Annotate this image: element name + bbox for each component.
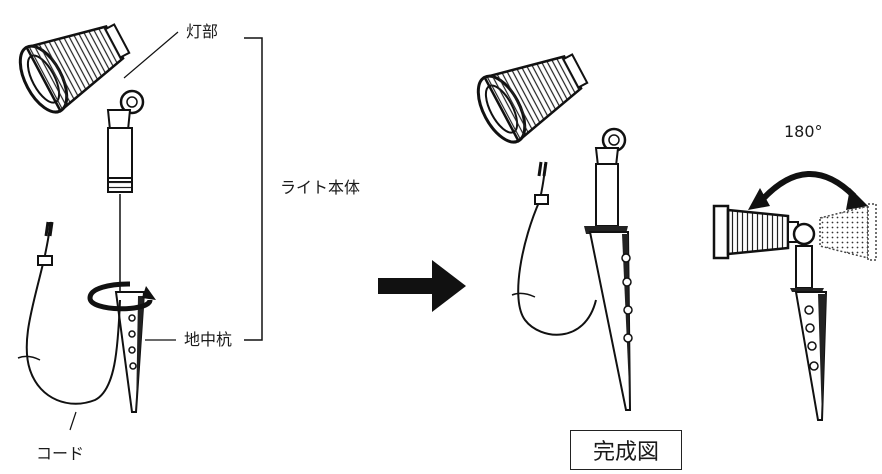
rotation-view [712, 171, 877, 421]
cord-label: コード [36, 444, 85, 463]
completed-caption: 完成図 [570, 430, 682, 470]
power-cord-left [25, 254, 121, 405]
lamp-head-left [18, 23, 131, 114]
light-body-label: ライト本体 [280, 178, 361, 197]
direction-arrow [378, 260, 466, 312]
lamp-stem-left [107, 127, 133, 183]
rotation-arc-arrow [759, 171, 857, 203]
exploded-light-assembly [17, 23, 263, 431]
rotation-angle-label: 180° [784, 122, 823, 141]
twist-arrow [87, 281, 153, 312]
light-body-bracket [244, 37, 263, 341]
ground-stake-label: 地中杭 [184, 330, 233, 349]
completed-light-assembly [476, 53, 633, 411]
lamp-part-label: 灯部 [186, 22, 219, 41]
